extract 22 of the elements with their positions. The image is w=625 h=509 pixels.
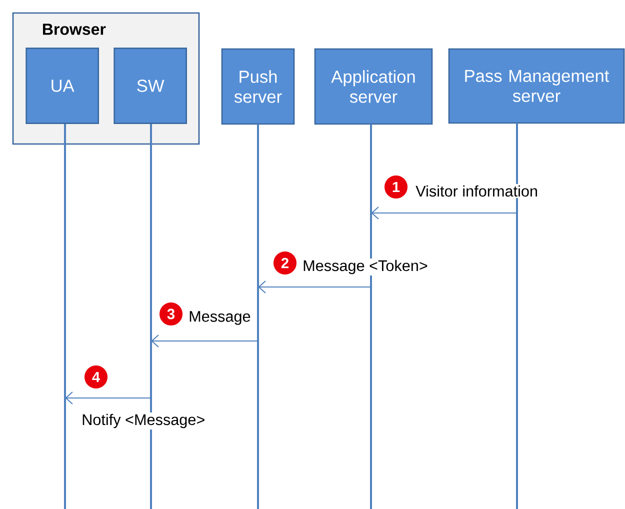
callout-number: 1 [384, 176, 408, 198]
message-arrow [65, 392, 151, 404]
participant-box: UA [26, 48, 99, 124]
lifeline [257, 124, 259, 509]
participant-box: Application server [314, 48, 433, 125]
edge-label: Visitor information [414, 184, 540, 198]
callout-number: 2 [274, 252, 296, 274]
lifeline [370, 124, 372, 509]
edge-label: Message [187, 310, 252, 326]
message-arrow [151, 334, 258, 348]
callout-number: 4 [84, 366, 108, 388]
participant-box: Push server [221, 48, 295, 125]
callout-number: 3 [160, 302, 182, 326]
participant-box: Pass Management server [448, 48, 625, 124]
lifeline [64, 124, 66, 509]
message-arrow [258, 280, 371, 294]
edge-label: Message <Token> [301, 258, 430, 276]
edge-label: Notify <Message> [80, 412, 207, 430]
lifeline [516, 123, 518, 509]
message-arrow [371, 206, 517, 220]
participant-box: SW [114, 48, 187, 124]
lifeline [150, 124, 152, 509]
